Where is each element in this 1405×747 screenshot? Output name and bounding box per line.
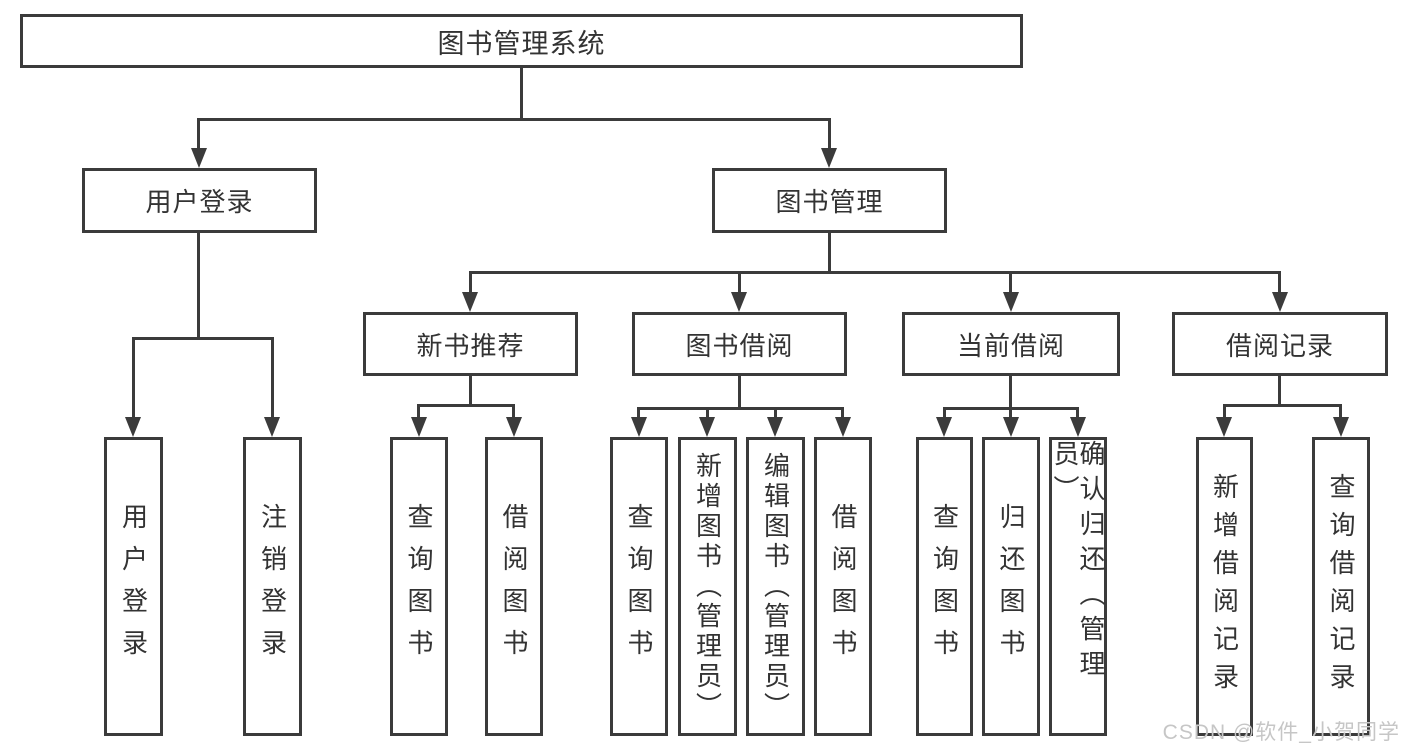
leaf-borrow-books-2: 借阅图书 [814, 437, 872, 736]
connector-line [1223, 404, 1226, 419]
leaf-add-borrow-record-label: 新增借阅记录 [1209, 472, 1240, 701]
connector-line [469, 376, 472, 407]
connector-line [1278, 376, 1281, 407]
connector-line [828, 233, 831, 274]
connector-line [512, 404, 515, 419]
arrowhead-down-icon [264, 417, 280, 437]
leaf-edit-books-admin-label: 编辑图书（管理员） [760, 451, 791, 722]
arrowhead-down-icon [631, 417, 647, 437]
node-new-book-recommend: 新书推荐 [363, 312, 578, 376]
arrowhead-down-icon [1003, 292, 1019, 312]
leaf-edit-books-admin: 编辑图书（管理员） [746, 437, 805, 736]
arrowhead-down-icon [699, 417, 715, 437]
leaf-query-borrow-record: 查询借阅记录 [1312, 437, 1370, 736]
connector-line [1278, 271, 1281, 294]
arrowhead-down-icon [506, 417, 522, 437]
leaf-query-books-3: 查询图书 [916, 437, 973, 736]
connector-line [943, 407, 946, 419]
connector-line [1223, 404, 1342, 407]
connector-line [197, 233, 200, 340]
arrowhead-down-icon [936, 417, 952, 437]
connector-line [469, 271, 1281, 274]
leaf-confirm-return-admin: 确认归还（管理员） [1049, 437, 1107, 736]
leaf-add-borrow-record: 新增借阅记录 [1196, 437, 1253, 736]
node-current-borrowing-label: 当前借阅 [956, 330, 1065, 361]
arrowhead-down-icon [1333, 417, 1349, 437]
node-library-system-label: 图书管理系统 [437, 28, 606, 59]
leaf-query-books-1: 查询图书 [390, 437, 448, 736]
leaf-confirm-return-admin-label: 确认归还（管理员） [1050, 440, 1106, 685]
node-book-borrowing: 图书借阅 [632, 312, 847, 376]
connector-line [841, 407, 844, 419]
connector-line [706, 407, 709, 419]
connector-line [1339, 404, 1342, 419]
node-borrow-records: 借阅记录 [1172, 312, 1388, 376]
connector-line [1009, 376, 1012, 410]
leaf-add-books-admin-label: 新增图书（管理员） [692, 451, 723, 722]
leaf-query-books-1-label: 查询图书 [404, 502, 434, 671]
leaf-borrow-books-1-label: 借阅图书 [499, 502, 529, 671]
arrowhead-down-icon [125, 417, 141, 437]
node-user-login-label: 用户登录 [145, 187, 254, 217]
arrowhead-down-icon [821, 148, 837, 168]
leaf-borrow-books-2-label: 借阅图书 [828, 502, 858, 671]
connector-line [637, 407, 844, 410]
leaf-query-books-3-label: 查询图书 [929, 502, 960, 671]
connector-line [198, 118, 831, 121]
leaf-query-books-2: 查询图书 [610, 437, 668, 736]
connector-line [197, 118, 200, 150]
leaf-logout: 注销登录 [243, 437, 302, 736]
arrowhead-down-icon [767, 417, 783, 437]
connector-line [1076, 407, 1079, 419]
arrowhead-down-icon [1003, 417, 1019, 437]
leaf-logout-label: 注销登录 [257, 502, 288, 671]
connector-line [1009, 407, 1012, 419]
leaf-query-books-2-label: 查询图书 [624, 502, 654, 671]
node-borrow-records-label: 借阅记录 [1225, 330, 1334, 361]
connector-line [417, 404, 420, 419]
connector-line [828, 118, 831, 150]
connector-line [738, 271, 741, 294]
connector-line [132, 337, 274, 340]
node-book-management: 图书管理 [712, 168, 947, 233]
node-user-login: 用户登录 [82, 168, 317, 233]
connector-line [1009, 271, 1012, 294]
connector-line [132, 337, 135, 419]
connector-line [637, 407, 640, 419]
arrowhead-down-icon [462, 292, 478, 312]
connector-line [469, 271, 472, 294]
arrowhead-down-icon [191, 148, 207, 168]
arrowhead-down-icon [1272, 292, 1288, 312]
connector-line [738, 376, 741, 410]
node-new-book-recommend-label: 新书推荐 [416, 330, 525, 361]
node-book-management-label: 图书管理 [775, 187, 884, 217]
arrowhead-down-icon [731, 292, 747, 312]
leaf-user-login: 用户登录 [104, 437, 163, 736]
connector-line [520, 68, 523, 120]
node-library-system: 图书管理系统 [20, 14, 1023, 68]
connector-line [271, 337, 274, 419]
arrowhead-down-icon [411, 417, 427, 437]
leaf-borrow-books-1: 借阅图书 [485, 437, 543, 736]
leaf-user-login-label: 用户登录 [118, 502, 149, 671]
leaf-add-books-admin: 新增图书（管理员） [678, 437, 737, 736]
node-current-borrowing: 当前借阅 [902, 312, 1120, 376]
leaf-return-books-label: 归还图书 [996, 502, 1026, 671]
csdn-watermark: CSDN @软件_小贺同学 [1162, 721, 1400, 744]
arrowhead-down-icon [1070, 417, 1086, 437]
connector-line [417, 404, 515, 407]
leaf-return-books: 归还图书 [982, 437, 1040, 736]
arrowhead-down-icon [1216, 417, 1232, 437]
arrowhead-down-icon [835, 417, 851, 437]
node-book-borrowing-label: 图书借阅 [685, 330, 794, 361]
leaf-query-borrow-record-label: 查询借阅记录 [1326, 472, 1356, 701]
connector-line [774, 407, 777, 419]
